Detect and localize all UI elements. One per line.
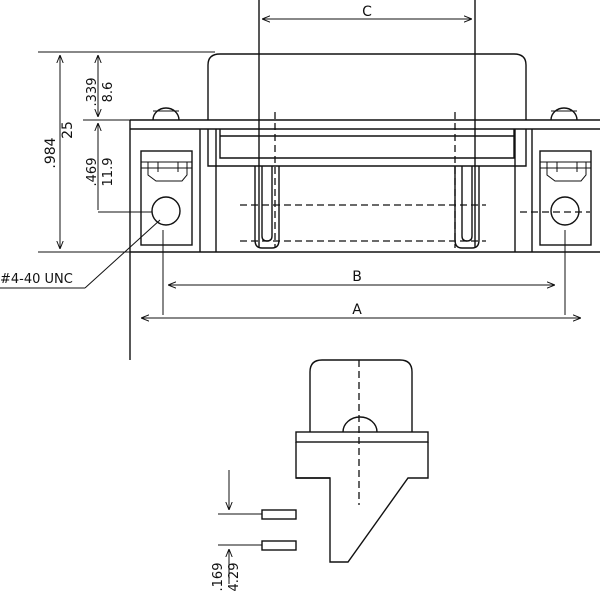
dimension-height: .984 25 bbox=[38, 51, 215, 253]
label-b: B bbox=[352, 269, 362, 285]
side-screw-head bbox=[342, 416, 378, 433]
inner-housing bbox=[199, 129, 533, 252]
side-view: .169 4.29 bbox=[211, 359, 429, 591]
label-mid-mm: 11.9 bbox=[101, 158, 116, 187]
mount-hole-left bbox=[151, 196, 181, 226]
screw-head-left bbox=[152, 107, 180, 121]
label-height-in: .984 bbox=[43, 137, 59, 168]
side-pin-upper bbox=[261, 509, 297, 520]
label-pin-in: .169 bbox=[211, 563, 226, 592]
label-height-mm: 25 bbox=[60, 121, 76, 139]
side-dshell bbox=[309, 359, 413, 432]
label-c: C bbox=[362, 4, 372, 20]
dshell-top bbox=[207, 53, 527, 120]
screw-callout: #4-40 UNC bbox=[0, 219, 161, 289]
label-pin-mm: 4.29 bbox=[227, 563, 242, 592]
screw-head-right bbox=[550, 107, 578, 121]
front-view: C .984 25 .339 8.6 .469 11.9 bbox=[0, 0, 600, 360]
dimension-top: .339 8.6 bbox=[83, 55, 130, 121]
side-flange bbox=[295, 431, 429, 443]
label-mid-in: .469 bbox=[85, 158, 100, 187]
label-screw: #4-40 UNC bbox=[0, 272, 73, 287]
dimension-c: C bbox=[258, 0, 476, 248]
dimension-mid: .469 11.9 bbox=[85, 123, 152, 213]
bracket-left bbox=[140, 150, 193, 246]
dimension-pin: .169 4.29 bbox=[211, 470, 262, 591]
label-top-in: .339 bbox=[85, 78, 100, 107]
dimension-a: A bbox=[141, 302, 581, 318]
mount-hole-right bbox=[550, 196, 580, 226]
side-pin-lower bbox=[261, 540, 297, 551]
label-top-mm: 8.6 bbox=[101, 82, 116, 103]
dimension-b: B bbox=[168, 269, 555, 285]
label-a: A bbox=[352, 302, 362, 318]
side-body bbox=[295, 442, 429, 563]
